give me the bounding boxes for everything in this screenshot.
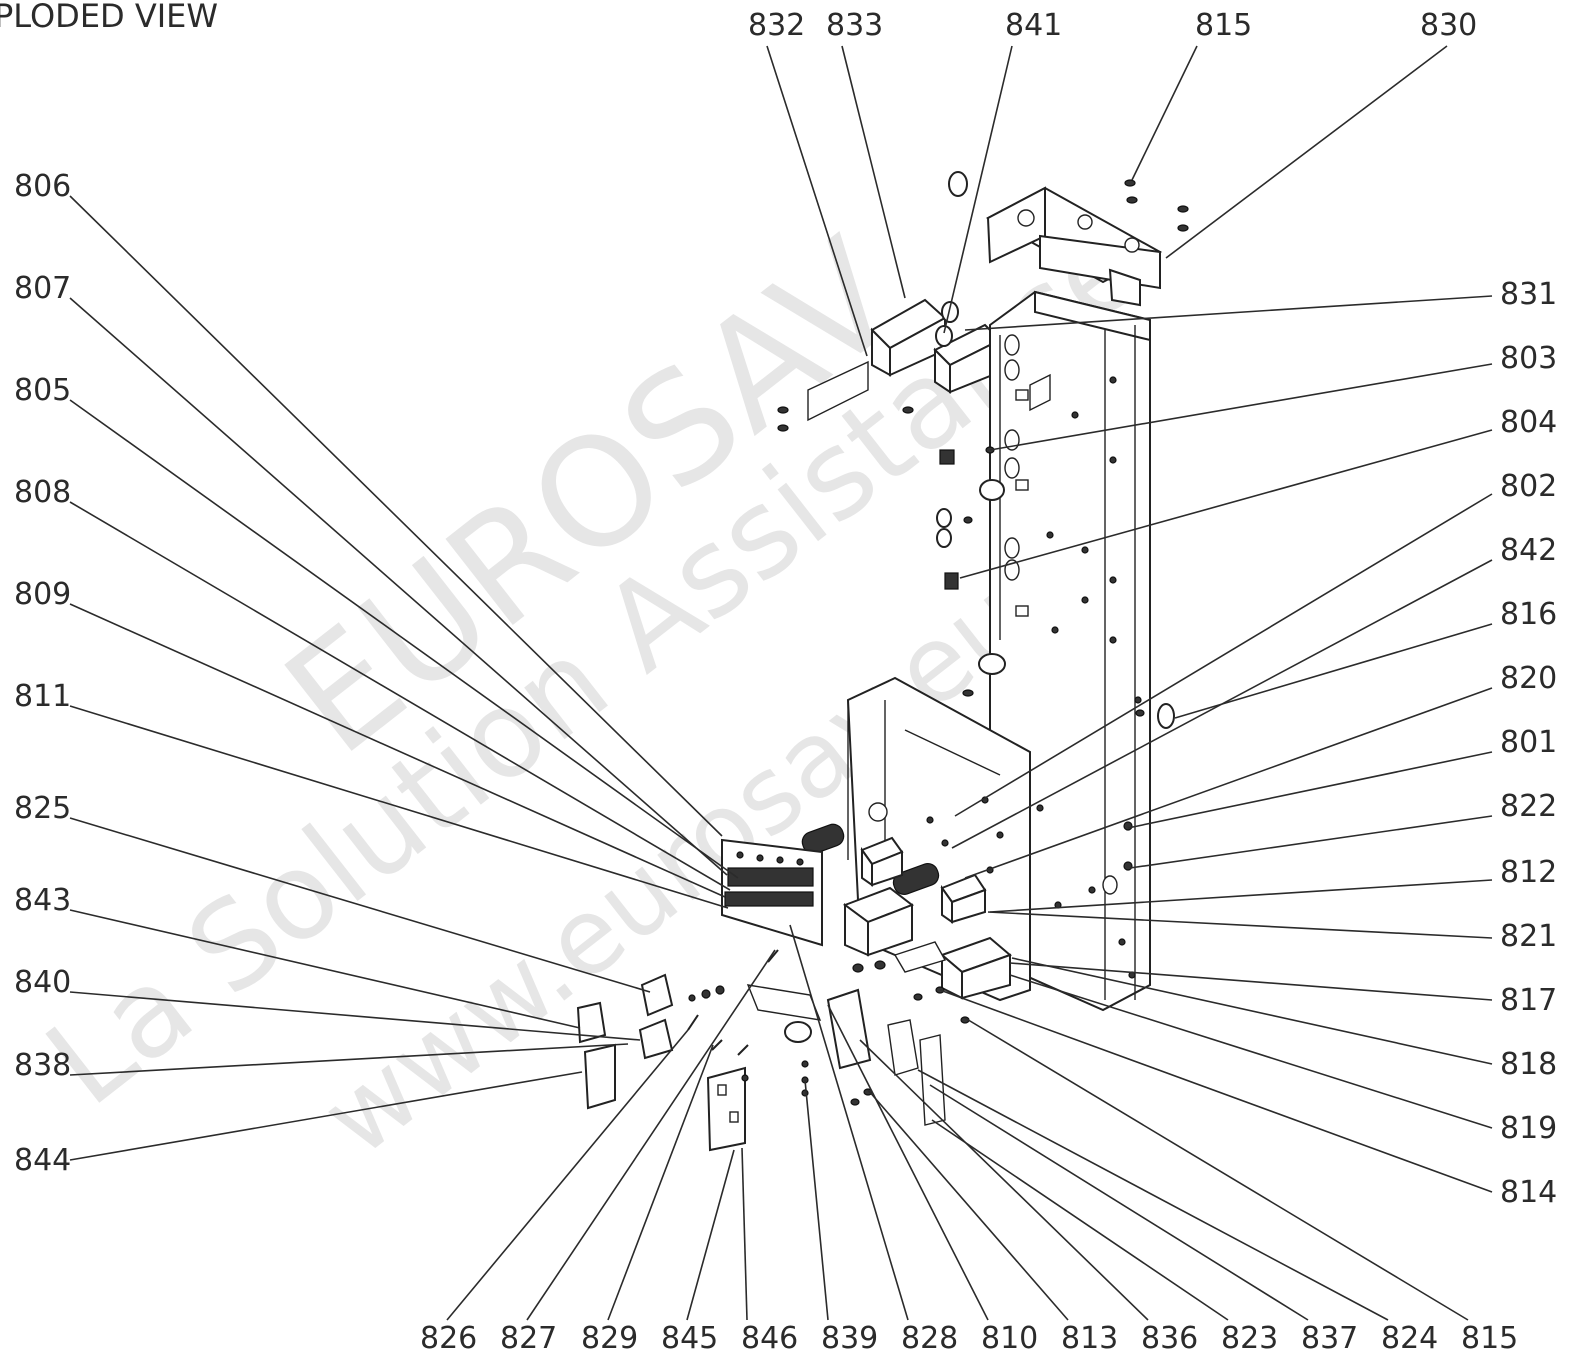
callout-829: 829 [581, 1321, 638, 1356]
callout-811: 811 [14, 679, 71, 714]
top-bracket-part [985, 186, 1163, 307]
callouts-top: 832 833 841 815 830 [748, 8, 1477, 43]
callout-842: 842 [1500, 533, 1557, 568]
panel-side-components-part [936, 446, 1175, 729]
callout-831: 831 [1500, 277, 1557, 312]
coils-part [801, 823, 940, 895]
callout-820: 820 [1500, 661, 1557, 696]
callout-818: 818 [1500, 1047, 1557, 1082]
callout-845: 845 [661, 1321, 718, 1356]
top-screws-part [1124, 179, 1189, 232]
callout-825: 825 [14, 791, 71, 826]
callout-806: 806 [14, 169, 71, 204]
callout-843: 843 [14, 883, 71, 918]
callout-803: 803 [1500, 341, 1557, 376]
callout-816: 816 [1500, 597, 1557, 632]
callout-830: 830 [1420, 8, 1477, 43]
callout-812: 812 [1500, 855, 1557, 890]
callout-822: 822 [1500, 789, 1557, 824]
callout-824: 824 [1381, 1321, 1438, 1356]
callouts-right: 831 803 804 802 842 816 820 801 822 812 … [1500, 277, 1557, 1210]
callout-808: 808 [14, 475, 71, 510]
callout-839: 839 [821, 1321, 878, 1356]
terminal-blocks-part [576, 973, 746, 1152]
callout-838: 838 [14, 1048, 71, 1083]
callout-813: 813 [1061, 1321, 1118, 1356]
callout-804: 804 [1500, 405, 1557, 440]
callout-821: 821 [1500, 919, 1557, 954]
callout-840: 840 [14, 965, 71, 1000]
callout-846: 846 [741, 1321, 798, 1356]
callouts-bottom: 826 827 829 845 846 839 828 810 813 836 … [420, 1321, 1518, 1356]
callout-802: 802 [1500, 469, 1557, 504]
contactor-lower-part [746, 984, 946, 1126]
callout-805: 805 [14, 373, 71, 408]
callout-817: 817 [1500, 983, 1557, 1018]
callout-827: 827 [500, 1321, 557, 1356]
callout-828: 828 [901, 1321, 958, 1356]
parts-drawing [576, 171, 1189, 1152]
callout-833: 833 [826, 8, 883, 43]
leader-lines [69, 45, 1493, 1321]
callout-801: 801 [1500, 725, 1557, 760]
callout-841: 841 [1005, 8, 1062, 43]
callout-809: 809 [14, 577, 71, 612]
callout-819: 819 [1500, 1111, 1557, 1146]
callout-832: 832 [748, 8, 805, 43]
callout-844: 844 [14, 1143, 71, 1178]
grommet-top-part [948, 171, 968, 197]
loose-screws-part [687, 949, 779, 1082]
transformer-group-part [777, 298, 1002, 432]
callout-823: 823 [1221, 1321, 1278, 1356]
callout-836: 836 [1141, 1321, 1198, 1356]
callout-837: 837 [1301, 1321, 1358, 1356]
callout-814: 814 [1500, 1175, 1557, 1210]
callout-826: 826 [420, 1321, 477, 1356]
callout-810: 810 [981, 1321, 1038, 1356]
callouts-left: 806 807 805 808 809 811 825 843 840 838 … [14, 169, 71, 1178]
callout-807: 807 [14, 271, 71, 306]
callout-815-bottom: 815 [1461, 1321, 1518, 1356]
diagram-title: PLODED VIEW [0, 0, 218, 35]
callout-815-top: 815 [1195, 8, 1252, 43]
control-board-part [721, 838, 823, 947]
